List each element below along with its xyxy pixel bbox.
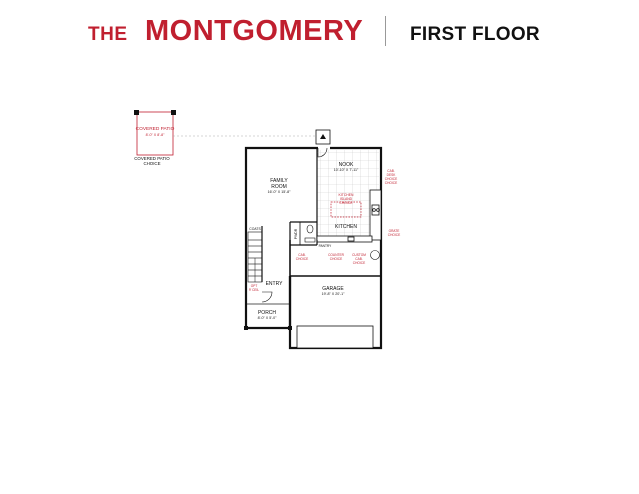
counter-choice-label: CHOICE bbox=[330, 257, 342, 261]
opt-ceiling-label: OPT bbox=[251, 284, 258, 288]
nook-tiled-floor bbox=[317, 150, 379, 240]
cab-desk-choice-label: CAB. bbox=[387, 169, 395, 173]
covered-patio-choice-label: COVERED PATIO bbox=[134, 156, 170, 161]
floor-title: FIRST FLOOR bbox=[410, 24, 540, 45]
nook-label: NOOK bbox=[339, 162, 354, 168]
pantry-label: PANTRY bbox=[319, 244, 333, 248]
family-room-label: ROOM bbox=[271, 184, 287, 190]
custom-cab-choice-label: CUSTOM bbox=[352, 253, 366, 257]
kitchen-island-choice-label: KITCHEN bbox=[339, 193, 354, 197]
kitchen-island-choice-label: ISLAND bbox=[340, 197, 353, 201]
nook-dims: 10'-10" X 7'-11" bbox=[334, 168, 359, 172]
kitchen-label: KITCHEN bbox=[335, 224, 357, 230]
grate-choice-label: GRATE bbox=[389, 229, 400, 233]
cab-choice-label: CAB. bbox=[298, 253, 306, 257]
cab-desk-choice-label: CHOICE bbox=[385, 181, 397, 185]
patio-post-icon bbox=[171, 110, 176, 115]
arrow-up-icon bbox=[320, 134, 326, 139]
garage-label: GARAGE bbox=[322, 286, 344, 292]
family-room-dims: 16'-0" X 15'-8" bbox=[268, 190, 291, 194]
porch bbox=[244, 303, 292, 330]
plan-name-title: MONTGOMERY bbox=[145, 15, 364, 47]
header-divider bbox=[385, 16, 386, 46]
covered-patio-option: COVERED PATIO 8'-0" X 8'-8" COVERED PATI… bbox=[134, 110, 318, 166]
opt-ceiling-label: 9' CEIL bbox=[249, 288, 260, 292]
cab-choice-label: CHOICE bbox=[296, 257, 308, 261]
counter-choice-label: COUNTER bbox=[328, 253, 344, 257]
covered-patio-dims: 8'-0" X 8'-8" bbox=[146, 133, 165, 137]
kitchen-island-choice-label: CHOICE bbox=[339, 201, 353, 205]
porch-dims: 8'-0" X 5'-0" bbox=[258, 316, 277, 320]
garage-dims: 19'-8" X 20'-1" bbox=[322, 292, 345, 296]
porch-label: PORCH bbox=[258, 310, 276, 316]
covered-patio-label: COVERED PATIO bbox=[136, 126, 175, 132]
covered-patio-choice-label: CHOICE bbox=[143, 161, 160, 166]
powder-room-fixtures bbox=[304, 224, 316, 243]
room-labels: FAMILY ROOM 16'-0" X 15'-8" NOOK 10'-10"… bbox=[249, 162, 359, 320]
kitchen-island-choice-outline bbox=[330, 201, 362, 218]
stairs bbox=[247, 226, 263, 283]
entry-door-swing-icon bbox=[261, 291, 273, 303]
choice-labels: KITCHEN ISLAND CHOICE CAB. DESK CHOICE C… bbox=[249, 169, 400, 292]
patio-post-icon bbox=[134, 110, 139, 115]
cab-desk-choice-label: DESK bbox=[387, 173, 397, 177]
entry-label: ENTRY bbox=[266, 281, 284, 287]
header-the: THE bbox=[88, 24, 128, 45]
grate-choice-label: CHOICE bbox=[388, 233, 400, 237]
cab-desk-choice-label: CHOICE bbox=[385, 177, 397, 181]
custom-cab-choice-label: CHOICE bbox=[353, 261, 365, 265]
custom-cab-choice-label: CAB. bbox=[355, 257, 363, 261]
water-heater-icon bbox=[370, 250, 380, 260]
garage-door bbox=[296, 325, 374, 349]
powder-room-label: PWDR bbox=[294, 228, 298, 239]
interior-walls bbox=[289, 221, 381, 277]
kitchen-counters bbox=[316, 189, 382, 243]
coats-label: COATS bbox=[249, 227, 261, 231]
family-room-label: FAMILY bbox=[270, 178, 288, 184]
covered-patio-outline bbox=[136, 111, 174, 156]
